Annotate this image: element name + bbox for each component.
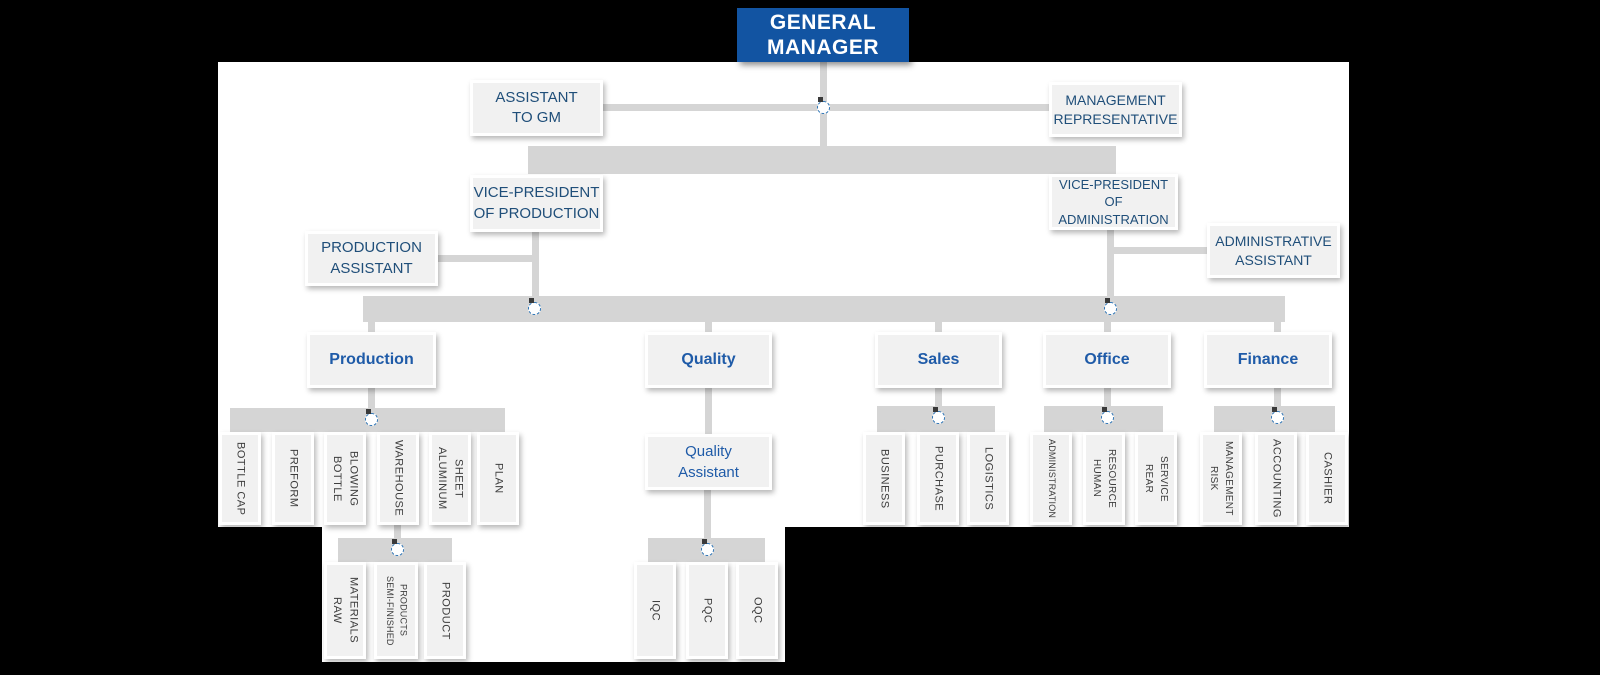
node-unit-pqc-label: PQC	[701, 597, 714, 624]
node-dept-office[interactable]: Office	[1043, 332, 1171, 388]
junction-handle-icon[interactable]	[391, 539, 404, 556]
node-quality-assistant-label: Quality Assistant	[678, 443, 739, 481]
node-unit-administration-label: ADMINISTRATION	[1046, 438, 1057, 519]
node-vp-administration-label: VICE-PRESIDENT OF ADMINISTRATION	[1058, 176, 1169, 227]
node-unit-aluminum-sheet[interactable]: ALUMINUM SHEET	[429, 432, 471, 525]
node-unit-purchase-label: PURCHASE	[932, 445, 945, 512]
node-assistant-to-gm[interactable]: ASSISTANT TO GM	[470, 80, 603, 136]
connector-quality-assistant-down	[704, 490, 711, 540]
node-dept-office-label: Office	[1084, 351, 1130, 368]
node-unit-bottle-blowing[interactable]: BOTTLE BLOWING	[324, 432, 366, 525]
node-unit-semi-finished-products[interactable]: SEMI-FINISHED PRODUCTS	[374, 562, 418, 659]
node-vp-administration[interactable]: VICE-PRESIDENT OF ADMINISTRATION	[1049, 174, 1178, 230]
junction-handle-icon[interactable]	[365, 409, 378, 426]
node-unit-logistics[interactable]: LOGISTICS	[967, 432, 1009, 525]
connector-vp-production-down	[532, 232, 539, 302]
connector-production-down	[368, 388, 375, 410]
node-unit-accounting-label: ACCOUNTING	[1270, 439, 1283, 518]
node-unit-logistics-label: LOGISTICS	[982, 446, 995, 511]
node-administrative-assistant[interactable]: ADMINISTRATIVE ASSISTANT	[1207, 223, 1340, 278]
connector-production-assistant	[437, 255, 535, 262]
node-unit-cashier-label: CASHIER	[1321, 452, 1334, 505]
connector-stub-sales	[935, 322, 942, 334]
node-unit-plan[interactable]: PLAN	[477, 432, 519, 525]
node-production-assistant[interactable]: PRODUCTION ASSISTANT	[305, 231, 438, 286]
node-unit-rear-service[interactable]: REAR SERVICE	[1135, 432, 1177, 525]
junction-handle-icon[interactable]	[1101, 407, 1114, 424]
junction-handle-icon[interactable]	[817, 97, 830, 114]
node-unit-product-label: PRODUCT	[439, 581, 452, 640]
connector-quality-down	[705, 388, 712, 436]
node-unit-raw-materials[interactable]: RAW MATERIALS	[324, 562, 366, 659]
node-unit-human-resource[interactable]: HUMAN RESOURCE	[1083, 432, 1125, 525]
node-unit-oqc-label: OQC	[751, 597, 764, 624]
connector-administrative-assistant	[1112, 247, 1208, 254]
node-unit-risk-management-label: RISK MANAGEMENT	[1208, 441, 1234, 516]
junction-handle-icon[interactable]	[1104, 298, 1117, 315]
node-unit-cashier[interactable]: CASHIER	[1306, 432, 1348, 525]
node-unit-bottle-cap[interactable]: BOTTLE CAP	[219, 432, 261, 525]
connector-band-departments	[363, 296, 1285, 322]
node-vp-production-label: VICE-PRESIDENT OF PRODUCTION	[473, 184, 600, 222]
connector-vp-administration-down	[1107, 230, 1114, 302]
node-unit-preform-label: PREFORM	[287, 449, 300, 508]
junction-handle-icon[interactable]	[932, 407, 945, 424]
connector-stub-quality	[705, 322, 712, 334]
node-management-representative[interactable]: MANAGEMENT REPRESENTATIVE	[1049, 82, 1182, 137]
node-unit-business-label: BUSINESS	[878, 448, 891, 509]
connector-stub-office	[1104, 322, 1111, 334]
node-unit-warehouse[interactable]: WAREHOUSE	[377, 432, 419, 525]
node-unit-risk-management[interactable]: RISK MANAGEMENT	[1200, 432, 1242, 525]
node-unit-warehouse-label: WAREHOUSE	[392, 440, 405, 517]
node-unit-human-resource-label: HUMAN RESOURCE	[1091, 448, 1117, 509]
node-dept-sales[interactable]: Sales	[875, 332, 1002, 388]
node-unit-aluminum-sheet-label: ALUMINUM SHEET	[436, 447, 465, 510]
node-dept-finance[interactable]: Finance	[1204, 332, 1332, 388]
node-unit-raw-materials-label: RAW MATERIALS	[331, 577, 360, 644]
connector-finance-down	[1274, 388, 1281, 408]
node-quality-assistant[interactable]: Quality Assistant	[645, 434, 772, 490]
node-dept-production[interactable]: Production	[307, 332, 436, 388]
node-dept-quality-label: Quality	[681, 351, 736, 368]
node-unit-iqc[interactable]: IQC	[634, 562, 676, 659]
connector-warehouse-down	[394, 523, 401, 540]
node-unit-preform[interactable]: PREFORM	[272, 432, 314, 525]
node-dept-sales-label: Sales	[917, 351, 960, 368]
node-assistant-to-gm-label: ASSISTANT TO GM	[495, 88, 578, 126]
node-unit-pqc[interactable]: PQC	[686, 562, 728, 659]
node-administrative-assistant-label: ADMINISTRATIVE ASSISTANT	[1215, 232, 1332, 268]
connector-stub-production	[368, 322, 375, 334]
node-unit-product[interactable]: PRODUCT	[424, 562, 466, 659]
connector-sales-down	[935, 388, 942, 408]
node-unit-administration[interactable]: ADMINISTRATION	[1030, 432, 1072, 525]
node-general-manager-label: GENERAL MANAGER	[767, 10, 879, 59]
connector-stub-finance	[1274, 322, 1281, 334]
node-unit-bottle-cap-label: BOTTLE CAP	[234, 441, 247, 516]
junction-handle-icon[interactable]	[1271, 407, 1284, 424]
node-production-assistant-label: PRODUCTION ASSISTANT	[321, 239, 422, 277]
node-unit-bottle-blowing-label: BOTTLE BLOWING	[331, 450, 360, 507]
node-dept-quality[interactable]: Quality	[645, 332, 772, 388]
node-unit-purchase[interactable]: PURCHASE	[917, 432, 959, 525]
node-general-manager[interactable]: GENERAL MANAGER	[737, 8, 909, 62]
node-vp-production[interactable]: VICE-PRESIDENT OF PRODUCTION	[470, 175, 603, 232]
junction-handle-icon[interactable]	[528, 298, 541, 315]
connector-band-vps	[528, 146, 1116, 174]
node-unit-accounting[interactable]: ACCOUNTING	[1255, 432, 1297, 525]
node-dept-production-label: Production	[329, 351, 414, 368]
node-unit-iqc-label: IQC	[649, 599, 662, 622]
node-unit-rear-service-label: REAR SERVICE	[1143, 455, 1169, 502]
junction-handle-icon[interactable]	[701, 539, 714, 556]
node-dept-finance-label: Finance	[1237, 351, 1299, 368]
node-unit-plan-label: PLAN	[492, 463, 505, 494]
connector-office-down	[1104, 388, 1111, 408]
node-unit-business[interactable]: BUSINESS	[863, 432, 905, 525]
node-management-representative-label: MANAGEMENT REPRESENTATIVE	[1053, 91, 1178, 127]
node-unit-semi-finished-products-label: SEMI-FINISHED PRODUCTS	[385, 575, 409, 646]
node-unit-oqc[interactable]: OQC	[736, 562, 778, 659]
